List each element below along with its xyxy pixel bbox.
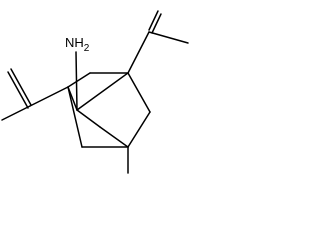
right-acetyl-group — [127, 10, 189, 74]
cage-bond-2 — [67, 72, 91, 88]
molecular-structure: NH2 — [1, 10, 189, 174]
acetyl-attach-bond-right — [127, 31, 150, 74]
left-acetyl-group — [1, 68, 69, 121]
carbonyl-bond-right-b — [151, 13, 162, 34]
cage-bond-5 — [127, 72, 151, 113]
amino-bond — [75, 51, 78, 111]
amino-group: NH2 — [65, 35, 90, 111]
cage-bond-10 — [76, 109, 101, 128]
cage-bond-9 — [99, 126, 129, 148]
nh2-label: NH2 — [65, 35, 90, 54]
cage-bond-4 — [76, 72, 129, 111]
cage-bond-8 — [67, 86, 83, 148]
carbonyl-bond-left-a — [10, 68, 32, 106]
acetyl-attach-bond-left — [29, 86, 69, 107]
carbonyl-bond-right-a — [148, 10, 159, 31]
adamantane-cage — [67, 72, 151, 148]
acetyl-methyl-bond-right — [148, 31, 189, 44]
cage-bond-6 — [127, 111, 151, 148]
carbonyl-bond-left-b — [7, 71, 29, 109]
acetyl-methyl-bond-left — [1, 105, 31, 121]
